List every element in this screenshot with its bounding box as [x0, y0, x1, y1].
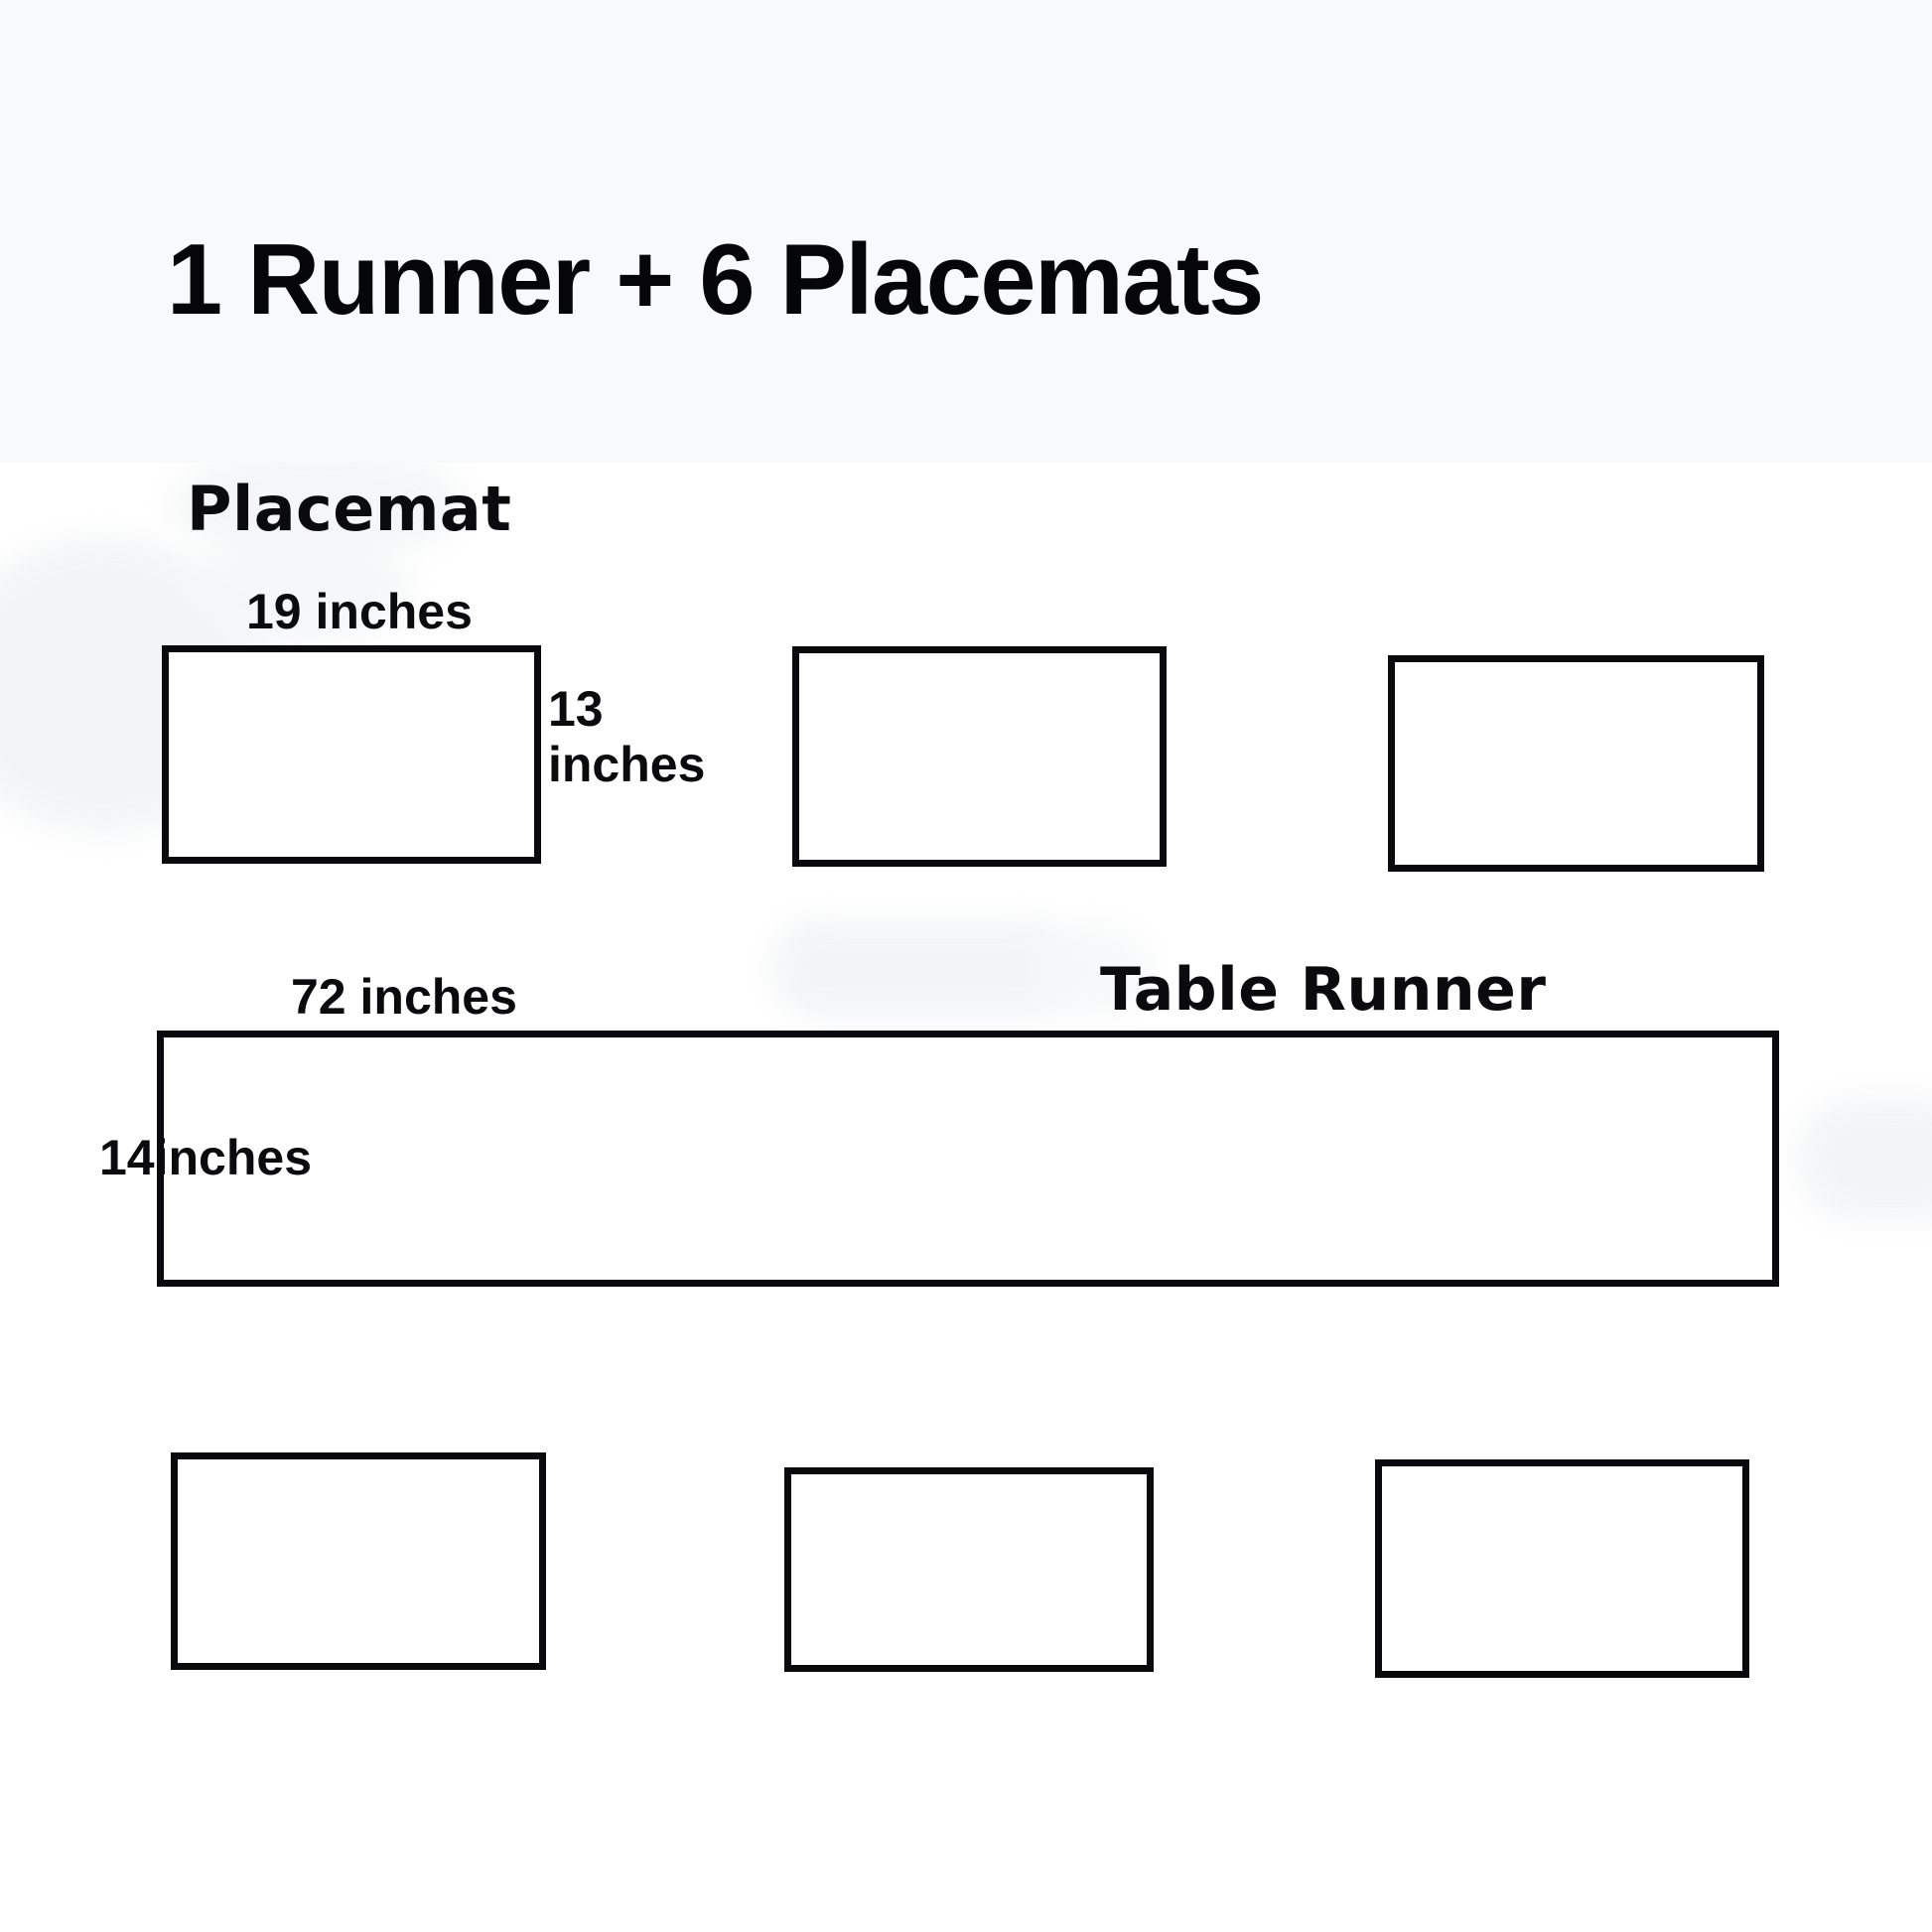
- header-band: [0, 0, 1932, 463]
- table-runner-rect: [157, 1031, 1779, 1287]
- placemat-rect-1: [162, 645, 541, 864]
- placemat-rect-6: [1375, 1459, 1749, 1678]
- runner-height-label: 14inches: [99, 1130, 312, 1185]
- page-title: 1 Runner + 6 Placemats: [167, 224, 1264, 336]
- runner-height-label-number: 14: [99, 1130, 155, 1185]
- runner-width-label: 72 inches: [291, 969, 517, 1025]
- placemat-width-label: 19 inches: [246, 584, 473, 639]
- background-blob: [1797, 1097, 1932, 1221]
- runner-section-caption: Table Runner: [1100, 955, 1547, 1025]
- placemat-rect-5: [784, 1467, 1154, 1672]
- placemat-section-caption: Placemat: [187, 473, 512, 545]
- runner-height-label-unit: inches: [154, 1130, 313, 1185]
- placemat-rect-2: [792, 646, 1167, 867]
- placemat-height-label-line1: 13: [548, 681, 604, 737]
- placemat-rect-4: [171, 1452, 546, 1670]
- background-blob: [769, 918, 1077, 1018]
- placemat-rect-3: [1388, 655, 1764, 872]
- placemat-height-label-line2: inches: [548, 737, 706, 792]
